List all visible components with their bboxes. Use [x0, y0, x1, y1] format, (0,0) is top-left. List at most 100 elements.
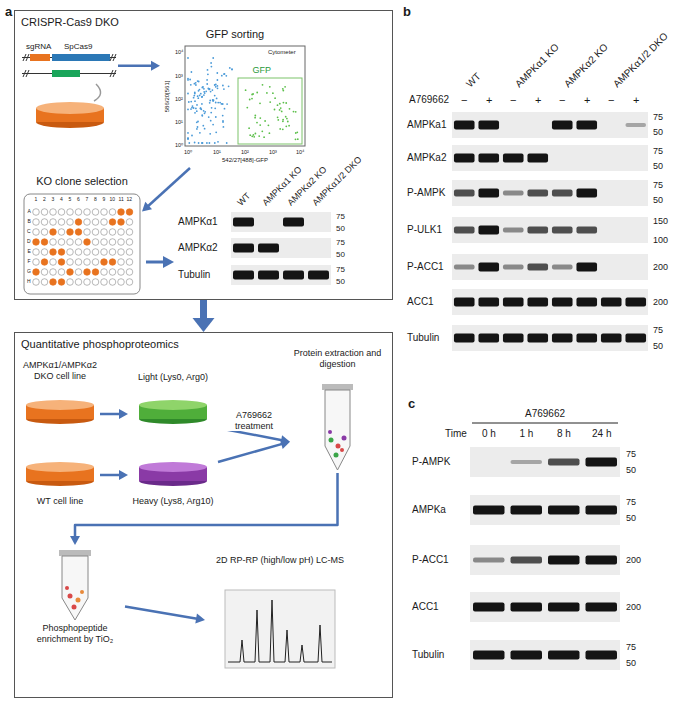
- figure-label: 10¹: [175, 119, 183, 125]
- plate-well: [84, 239, 91, 246]
- blot-band: [586, 651, 618, 660]
- event-dot: [197, 97, 199, 99]
- protein-bead: [340, 448, 344, 452]
- event-dot: [203, 110, 205, 112]
- blot-strip: [231, 265, 331, 285]
- spectrum-frame: [225, 590, 335, 668]
- event-dot: [282, 120, 284, 122]
- plate-well: [75, 259, 82, 266]
- blot-band: [576, 298, 597, 307]
- plate-wells: [33, 209, 133, 286]
- blot-band: [576, 263, 597, 272]
- blot-band: [478, 334, 499, 343]
- plate-well: [50, 259, 57, 266]
- figure-label: 10⁰: [175, 142, 183, 148]
- protein-bead: [342, 436, 347, 441]
- blot-strip: [470, 545, 620, 575]
- figure-label: AMPKα1/2 DKO: [611, 30, 670, 89]
- event-dot: [201, 96, 203, 98]
- blot-band: [503, 191, 524, 196]
- event-dot: [282, 119, 284, 121]
- plate-well: [101, 219, 108, 226]
- flow-arrow: [142, 168, 190, 212]
- plate-well: [67, 279, 74, 286]
- plate-well: [67, 229, 74, 236]
- sample-tube: [325, 390, 350, 470]
- event-dot: [187, 109, 189, 111]
- event-dot: [277, 104, 279, 106]
- event-dot: [196, 121, 198, 123]
- figure-label: 10⁴: [175, 49, 183, 55]
- blot-band: [576, 189, 597, 198]
- plate-well: [126, 239, 133, 246]
- event-dot: [251, 98, 253, 100]
- culture-dish: [139, 400, 207, 410]
- plate-well: [101, 269, 108, 276]
- event-dot: [226, 142, 228, 144]
- event-dot: [215, 131, 217, 133]
- figure-label: AMPKα2 KO: [562, 41, 610, 89]
- phospho-bead: [76, 598, 81, 603]
- event-dot: [200, 107, 202, 109]
- event-dot: [210, 120, 212, 122]
- figure-label: Tubulin: [407, 332, 439, 344]
- panel-letter: b: [403, 5, 411, 20]
- event-dot: [259, 117, 261, 119]
- figure-label: 50: [626, 465, 636, 475]
- blot-band: [586, 458, 618, 467]
- blot-band: [283, 218, 304, 227]
- figure-label: WT: [235, 191, 252, 208]
- figure-label: 8: [94, 197, 97, 203]
- plate-well: [109, 279, 116, 286]
- blot-strip: [452, 325, 648, 351]
- flow-arrow: [218, 439, 290, 462]
- plate-well: [50, 249, 57, 256]
- plate-well: [92, 249, 99, 256]
- event-dot: [223, 88, 225, 90]
- node-label: Light (Lys0, Arg0): [128, 372, 218, 383]
- plate-well: [50, 219, 57, 226]
- plate-well: [33, 269, 40, 276]
- event-dot: [215, 116, 217, 118]
- figure-label: B: [28, 219, 31, 225]
- blot-band: [503, 154, 524, 163]
- event-dot: [206, 83, 208, 85]
- blot-band: [258, 244, 279, 253]
- flow-arrow: [100, 470, 128, 480]
- event-dot: [282, 88, 284, 90]
- figure-label: 7: [86, 197, 89, 203]
- blot-band: [233, 218, 254, 227]
- figure-label: H: [27, 279, 31, 285]
- phospho-bead: [80, 590, 84, 594]
- event-dot: [210, 62, 212, 64]
- event-dot: [279, 103, 281, 105]
- event-dot: [190, 108, 192, 110]
- figure-label: 75: [626, 449, 636, 459]
- plate-well: [109, 269, 116, 276]
- event-dot: [279, 109, 281, 111]
- event-dot: [188, 142, 190, 144]
- event-dot: [226, 103, 228, 105]
- figure-label: 1 h: [520, 428, 534, 440]
- figure-label: 10⁴: [296, 149, 304, 155]
- plate-well: [92, 209, 99, 216]
- plate-well: [92, 229, 99, 236]
- blot-band: [454, 298, 475, 307]
- event-dot: [201, 87, 203, 89]
- event-dot: [208, 89, 210, 91]
- arrow-head: [151, 61, 160, 71]
- western-blot: [231, 112, 648, 670]
- event-dot: [252, 93, 254, 95]
- node-label: AMPKα1/AMPKα2 DKO cell line: [20, 360, 100, 382]
- event-dot: [224, 108, 226, 110]
- node-label: 2D RP-RP (high/low pH) LC-MS: [205, 555, 355, 566]
- event-dot: [191, 107, 193, 109]
- plate-well: [58, 259, 65, 266]
- event-dot: [207, 69, 209, 71]
- event-dot: [217, 87, 219, 89]
- plate-well: [118, 239, 125, 246]
- event-dot: [200, 108, 202, 110]
- sample-tube: Protein extraction and digestion: [290, 348, 385, 473]
- figure-label: 75: [336, 265, 345, 274]
- sort-gate: [238, 78, 302, 144]
